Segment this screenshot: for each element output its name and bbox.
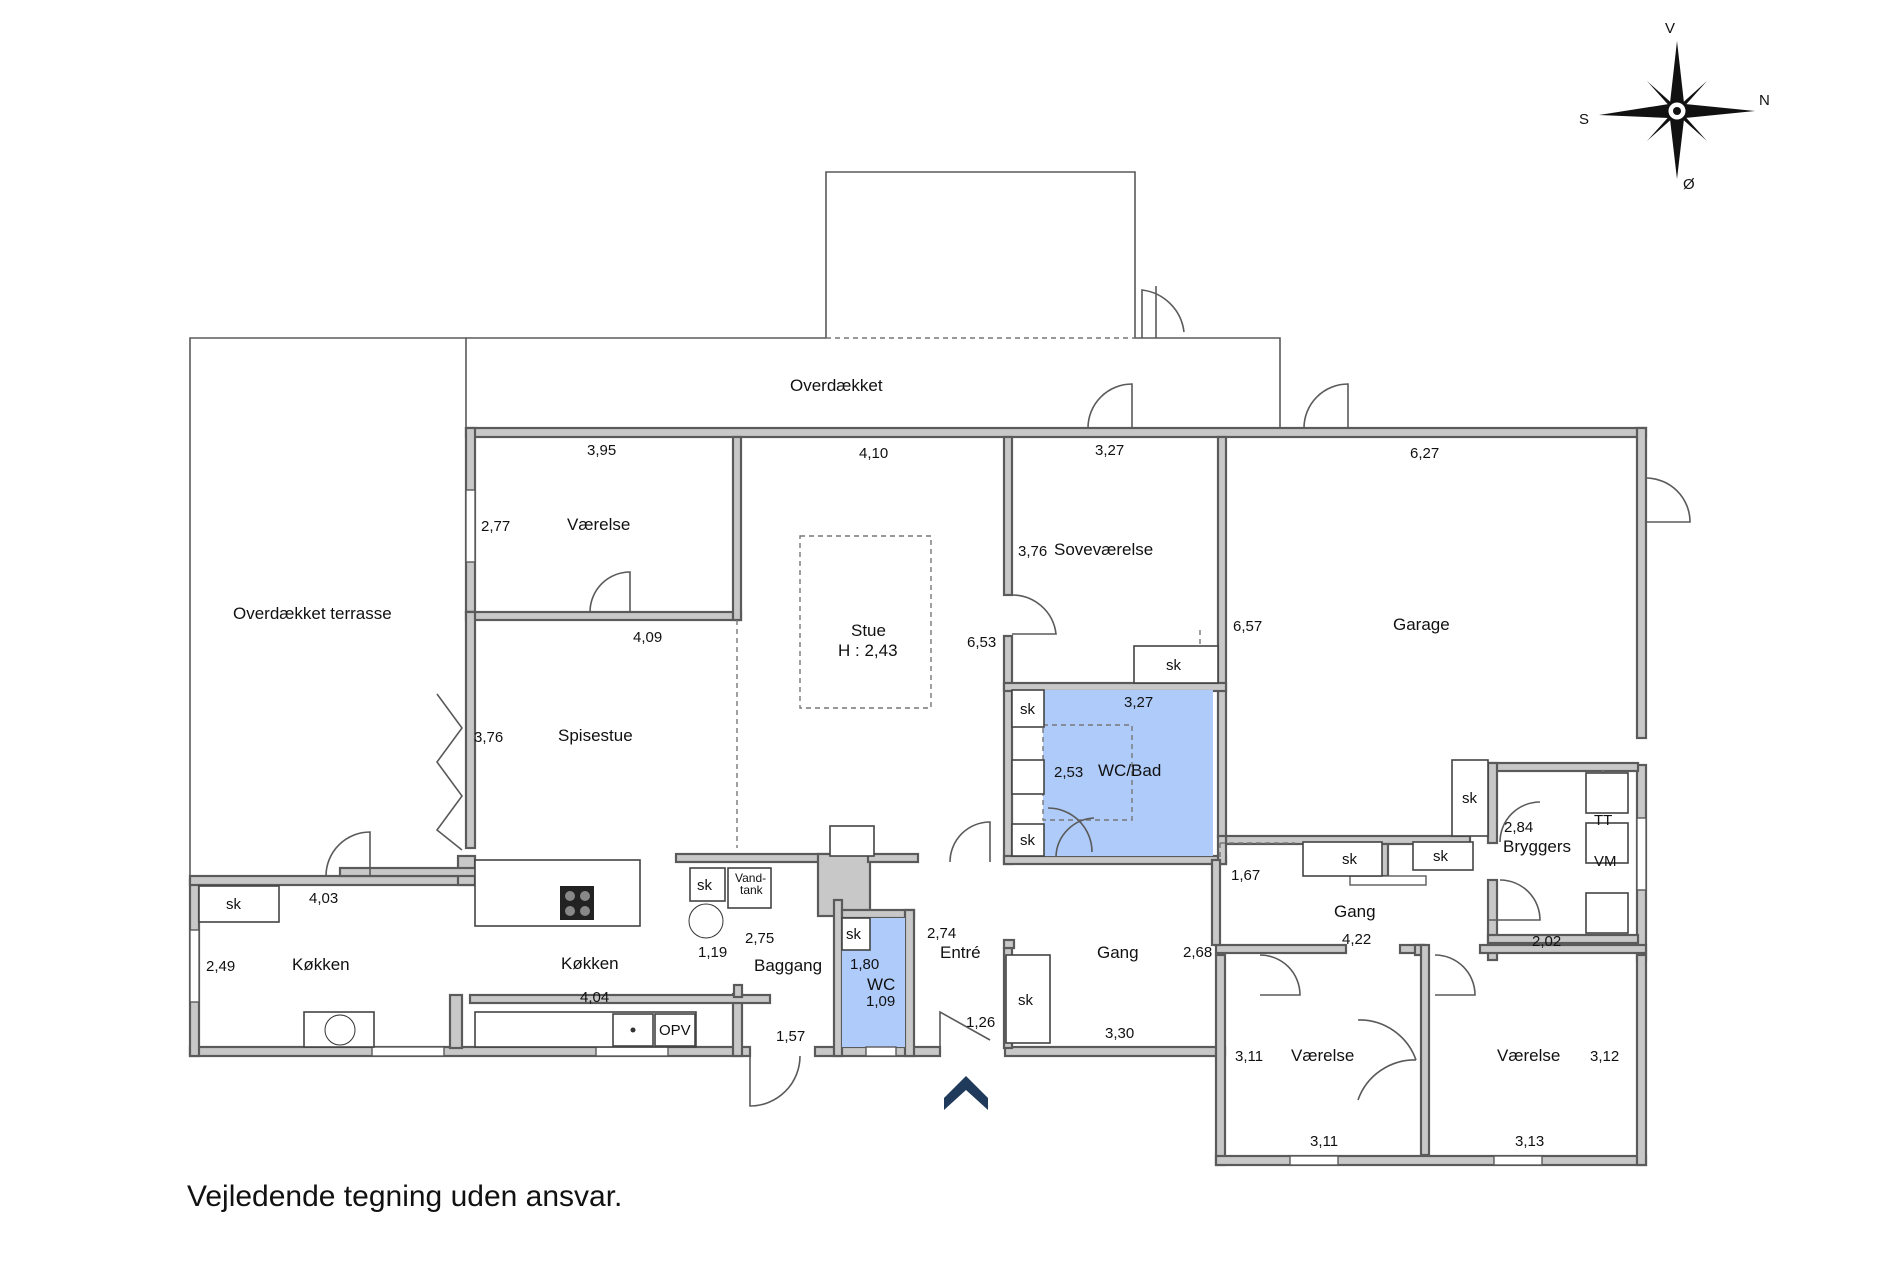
dim-kw-w: 4,03 (309, 890, 338, 907)
dim-entre-h: 2,74 (927, 925, 956, 942)
dim-gang-w: 3,30 (1105, 1025, 1134, 1042)
label-bryggers: Bryggers (1503, 837, 1571, 856)
dim-garage-w: 6,27 (1410, 445, 1439, 462)
label-overdaekket-terrasse: Overdækket terrasse (233, 604, 392, 623)
label-garage: Garage (1393, 615, 1450, 634)
sk-bad-1: sk (1020, 701, 1036, 718)
dim-bag-h: 2,75 (745, 930, 774, 947)
fixture-labels: sk sk sk sk sk sk sk sk sk sk Vand- tank… (226, 657, 1617, 1039)
dim-sove-w: 3,27 (1095, 442, 1124, 459)
windows (189, 489, 1647, 1166)
dim-v1-h: 2,77 (481, 518, 510, 535)
dim-bryg-w: 2,02 (1532, 933, 1561, 950)
label-spisestue: Spisestue (558, 726, 633, 745)
dim-wc-w: 1,80 (850, 956, 879, 973)
sk-gang-1: sk (1342, 851, 1358, 868)
sk-baggang: sk (697, 877, 713, 894)
label-gang: Gang (1097, 943, 1139, 962)
dim-stue-w: 4,10 (859, 445, 888, 462)
dim-gang-h: 2,68 (1183, 944, 1212, 961)
opv-label: OPV (659, 1022, 691, 1039)
compass-rose-icon: V N S Ø (1579, 20, 1770, 193)
dim-bad-h: 2,53 (1054, 764, 1083, 781)
compass-v: V (1665, 20, 1675, 37)
sk-wc: sk (846, 926, 862, 943)
room-labels: Overdækket Overdækket terrasse Værelse S… (233, 376, 1571, 1065)
label-vaerelse-nw: Værelse (567, 515, 630, 534)
kitchen-fixtures (198, 825, 875, 1048)
dim-v1-w: 3,95 (587, 442, 616, 459)
vandtank-line1: Vand- (735, 871, 766, 885)
dim-spise-w: 4,09 (633, 629, 662, 646)
label-vaerelse-se1: Værelse (1291, 1046, 1354, 1065)
dim-stue-h: 6,53 (967, 634, 996, 651)
dim-vse1-w: 3,11 (1310, 1133, 1338, 1150)
label-stue: Stue (851, 621, 886, 640)
label-vaerelse-se2: Værelse (1497, 1046, 1560, 1065)
cabinets (841, 645, 1629, 1044)
label-sovevaerelse: Soveværelse (1054, 540, 1153, 559)
label-stue-height: H : 2,43 (838, 641, 898, 660)
vm-label: VM (1594, 853, 1617, 870)
doors (325, 286, 1691, 1107)
compass-s: S (1579, 111, 1589, 128)
dim-vse2-w: 3,13 (1515, 1133, 1544, 1150)
dim-bag-w: 1,57 (776, 1028, 805, 1045)
dim-spise-h: 3,76 (474, 729, 503, 746)
label-wc-bad: WC/Bad (1098, 761, 1161, 780)
compass-o: Ø (1683, 176, 1695, 193)
label-overdaekket: Overdækket (790, 376, 883, 395)
folding-doors (435, 693, 463, 851)
label-entre: Entré (940, 943, 981, 962)
sk-sove: sk (1166, 657, 1182, 674)
sk-kitchen-west: sk (226, 896, 242, 913)
label-wc: WC (867, 975, 895, 994)
sk-gang: sk (1018, 992, 1034, 1009)
dim-bad-w: 3,27 (1124, 694, 1153, 711)
dim-kw-h: 2,49 (206, 958, 235, 975)
interior-walls (338, 435, 1648, 1157)
covered-areas (189, 171, 1281, 880)
label-gang-east: Gang (1334, 902, 1376, 921)
tt-label: TT (1594, 812, 1612, 829)
dim-entre-w: 1,26 (966, 1014, 995, 1031)
sk-garage: sk (1462, 790, 1478, 807)
dim-bryg-h: 2,84 (1504, 819, 1533, 836)
dimension-labels: 3,95 2,77 4,10 6,53 3,27 3,76 6,27 6,57 … (206, 442, 1619, 1150)
dim-wc-h: 1,09 (866, 993, 895, 1010)
dim-garage-h: 6,57 (1233, 618, 1262, 635)
dim-gang-e-w: 4,22 (1342, 931, 1371, 948)
dim-sove-h: 3,76 (1018, 543, 1047, 560)
vandtank-line2: tank (740, 883, 764, 897)
compass-n: N (1759, 92, 1770, 109)
dim-vse1-h: 3,11 (1235, 1048, 1263, 1065)
label-koekken-west: Køkken (292, 955, 350, 974)
disclaimer-text: Vejledende tegning uden ansvar. (187, 1180, 623, 1213)
dim-bag-x: 1,19 (698, 944, 727, 961)
label-koekken: Køkken (561, 954, 619, 973)
dim-vse2-h: 3,12 (1590, 1048, 1619, 1065)
dim-k-w: 4,04 (580, 989, 609, 1006)
sk-bad-2: sk (1020, 832, 1036, 849)
label-baggang: Baggang (754, 956, 822, 975)
entrance-arrow-icon (944, 1076, 988, 1110)
dim-gang-e-h: 1,67 (1231, 867, 1260, 884)
wc-bad-floor (1043, 690, 1213, 856)
sk-gang-2: sk (1433, 848, 1449, 865)
